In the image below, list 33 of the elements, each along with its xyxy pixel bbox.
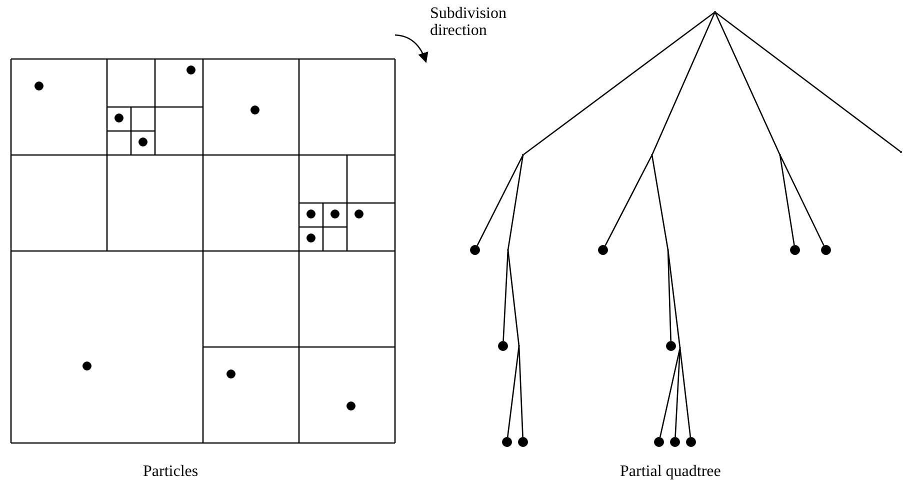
tree-leaf-dot	[654, 437, 664, 447]
tree-branch	[507, 250, 520, 346]
tree-branch	[780, 156, 795, 246]
tree-leaf-dot	[821, 245, 831, 255]
tree-branch	[604, 156, 652, 246]
tree-branch	[714, 12, 780, 154]
tree-branch	[659, 348, 680, 438]
tree-branch	[506, 346, 520, 438]
tree-branch	[667, 250, 672, 342]
tree-leaf-dot	[666, 341, 676, 351]
tree-branch	[652, 156, 668, 250]
tree-leaf-dot	[502, 437, 512, 447]
tree-branch	[679, 348, 692, 438]
tree-branch	[667, 250, 681, 348]
tree-branch	[780, 156, 824, 246]
tree-leaf-dot	[598, 245, 608, 255]
subdivision-direction-label: Subdivision direction	[430, 5, 508, 39]
tree-leaf-dot	[670, 437, 680, 447]
tree-branch	[652, 12, 716, 154]
tree-leaf-dot	[790, 245, 800, 255]
tree-branch	[518, 346, 524, 438]
caption: Particles	[143, 463, 198, 480]
tree-branch	[476, 156, 524, 246]
tree-branch	[502, 250, 509, 342]
tree-branch	[523, 12, 715, 155]
tree-leaf-dot	[686, 437, 696, 447]
caption: Partial quadtree	[620, 463, 721, 480]
tree-branch	[674, 348, 681, 438]
tree-leaf-dot	[518, 437, 528, 447]
tree-leaf-dot	[498, 341, 508, 351]
tree-leaf-dot	[470, 245, 480, 255]
tree-branch	[715, 12, 901, 152]
tree-branch	[508, 156, 524, 250]
